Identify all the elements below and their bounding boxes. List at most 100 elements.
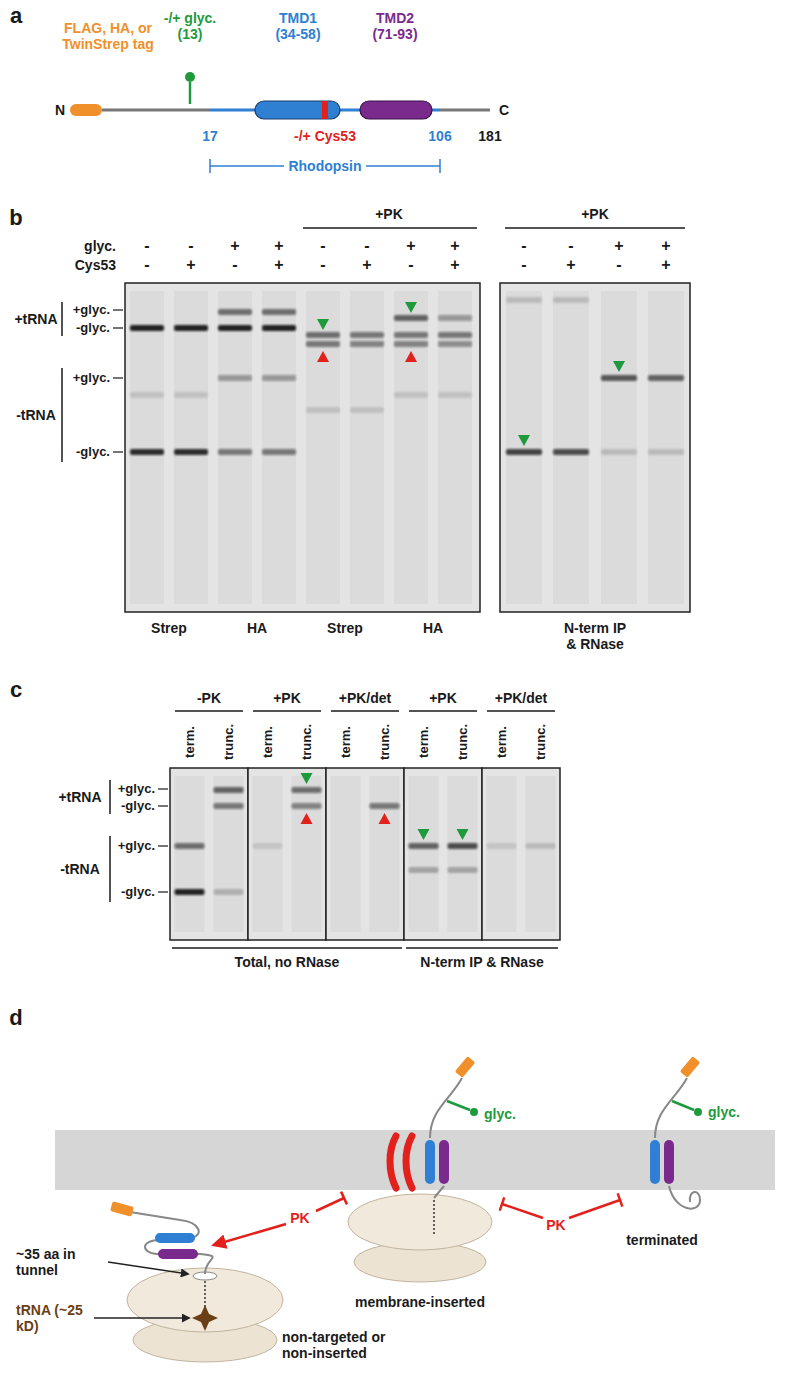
red-arrowhead — [379, 813, 391, 824]
lane-smear — [409, 776, 439, 932]
gel-band — [526, 843, 556, 849]
lane-label: trunc. — [299, 724, 314, 760]
gel-band — [214, 803, 244, 809]
leader-line — [158, 845, 168, 846]
lane-sign: - — [232, 256, 237, 274]
treatment-label: +PK — [429, 690, 457, 706]
lane-smear — [253, 776, 283, 932]
lane-smear — [648, 291, 684, 604]
band-label: +glyc. — [118, 782, 155, 797]
treatment-label: +PK — [273, 690, 301, 706]
lane-sign: + — [450, 237, 459, 255]
gel-band — [448, 843, 478, 849]
panel-letter: a — [10, 3, 22, 28]
gel-panel — [404, 768, 482, 940]
callout-arrow — [94, 1317, 189, 1319]
leader-line — [113, 309, 123, 310]
glycan-stem — [447, 1101, 470, 1110]
cys-label: -/+ Cys53 — [294, 128, 356, 144]
gel-band — [262, 309, 296, 315]
lane-sign: - — [144, 237, 149, 255]
trna-symbol — [192, 1305, 218, 1331]
gel-band — [438, 392, 472, 398]
nascent-chain-in-tunnel — [204, 1281, 206, 1308]
nascent-chain — [434, 1186, 444, 1198]
lane-label: term. — [260, 726, 275, 758]
lane-smear — [218, 291, 252, 604]
lane-smear — [174, 291, 208, 604]
green-arrowhead — [301, 773, 313, 784]
state-label: non-targeted or non-inserted — [282, 1329, 400, 1361]
protein-chain — [669, 1186, 700, 1209]
lane-smear — [262, 291, 296, 604]
lane-smear — [506, 291, 542, 604]
treatment-bar — [253, 710, 321, 712]
lane-label: term. — [338, 726, 353, 758]
gel-band — [130, 392, 164, 398]
green-arrowhead — [405, 302, 417, 313]
gel-band — [175, 889, 205, 895]
lane-group-label: Strep — [327, 620, 363, 636]
gel-band — [262, 325, 296, 331]
green-arrowhead — [518, 435, 530, 446]
epitope-tag — [455, 1056, 476, 1078]
lane-group-label: N-term IP & RNase — [420, 954, 543, 970]
leader-line — [113, 327, 123, 328]
gel-band — [506, 297, 542, 303]
gel-band — [218, 375, 252, 381]
lane-sign: - — [568, 237, 573, 255]
leader-line — [158, 891, 168, 892]
tag-label: FLAG, HA, or TwinStrep tag — [58, 20, 158, 52]
gel-band — [601, 449, 637, 455]
treatment-bar — [303, 227, 477, 229]
lane-smear — [175, 776, 205, 932]
region-label: Rhodopsin — [288, 158, 361, 174]
inhibition-bar — [618, 1193, 623, 1206]
gel-band — [174, 449, 208, 455]
gel-panel — [326, 768, 404, 940]
gel-band — [253, 843, 283, 849]
tmd2-segment — [664, 1140, 674, 1184]
glycan-symbol — [470, 1108, 478, 1116]
trna-label: +tRNA — [14, 311, 57, 327]
gel-panel — [482, 768, 560, 940]
gel-band — [438, 341, 472, 347]
region-bracket — [439, 159, 441, 173]
lane-smear — [553, 291, 589, 604]
lane-sign: + — [450, 256, 459, 274]
membrane — [55, 1130, 775, 1190]
lane-sign: - — [616, 256, 621, 274]
inhibition-bar — [341, 1192, 347, 1205]
lane-sign: + — [186, 256, 195, 274]
gel-band — [648, 449, 684, 455]
lane-smear — [292, 776, 322, 932]
trna-label: -tRNA — [16, 407, 56, 423]
epitope-tag — [110, 1201, 134, 1216]
tmd1-segment — [650, 1140, 660, 1184]
band-label: -glyc. — [76, 445, 110, 460]
lane-group-label: HA — [423, 620, 443, 636]
gel-band — [601, 375, 637, 381]
lane-label: term. — [416, 726, 431, 758]
gel-band — [130, 449, 164, 455]
gel-band — [306, 332, 340, 338]
green-arrowhead — [317, 319, 329, 330]
lane-group-label: N-term IP & RNase — [560, 620, 630, 652]
bracket — [109, 780, 111, 814]
gel-band — [553, 297, 589, 303]
green-arrowhead — [457, 829, 469, 840]
nascent-chain — [130, 1212, 213, 1274]
band-label: -glyc. — [121, 885, 155, 900]
gel-band — [506, 449, 542, 455]
lane-smear — [487, 776, 517, 932]
tmd2-segment — [439, 1140, 449, 1184]
lane-label: trunc. — [533, 724, 548, 760]
bracket — [61, 368, 63, 462]
lane-sign: + — [566, 256, 575, 274]
region-bracket — [209, 159, 211, 173]
treatment-label: +PK/det — [495, 690, 548, 706]
lane-sign: + — [230, 237, 239, 255]
glyc-label: glyc. — [708, 1104, 740, 1120]
lane-smear — [394, 291, 428, 604]
glycan-stem — [672, 1101, 694, 1110]
